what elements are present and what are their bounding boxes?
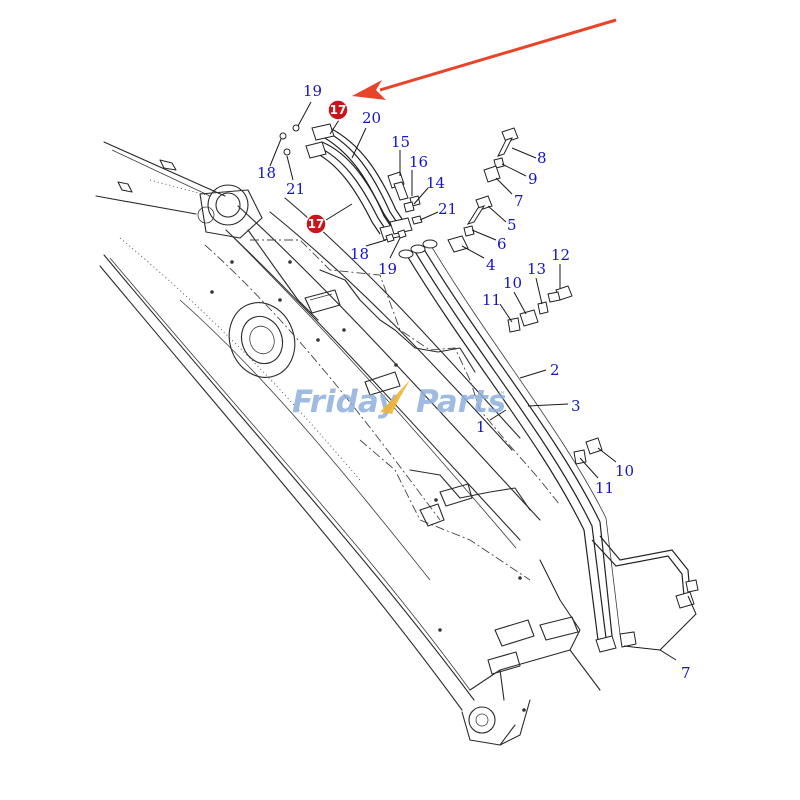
label-16[interactable]: 16 — [409, 153, 428, 171]
label-8[interactable]: 8 — [537, 149, 547, 167]
label-18-top[interactable]: 18 — [257, 164, 276, 182]
badge-17-bottom-text: 17 — [308, 217, 325, 231]
label-19-bottom[interactable]: 19 — [378, 260, 397, 278]
label-21-right[interactable]: 21 — [438, 200, 457, 218]
label-4[interactable]: 4 — [486, 256, 496, 274]
arrow-head-icon — [352, 80, 386, 100]
label-2[interactable]: 2 — [550, 361, 560, 379]
label-10-top[interactable]: 10 — [503, 274, 522, 292]
label-9[interactable]: 9 — [528, 170, 538, 188]
label-14[interactable]: 14 — [426, 174, 445, 192]
badge-17-top[interactable]: 17 — [327, 99, 349, 121]
flexible-hose-pair — [279, 123, 413, 241]
label-18-bottom[interactable]: 18 — [350, 245, 369, 263]
label-11-top[interactable]: 11 — [482, 291, 501, 309]
watermark-trademark: ™ — [497, 391, 506, 401]
label-13[interactable]: 13 — [527, 260, 546, 278]
label-10-bottom[interactable]: 10 — [615, 462, 634, 480]
label-20[interactable]: 20 — [362, 109, 381, 127]
label-5[interactable]: 5 — [507, 216, 517, 234]
part-labels: 19 20 15 16 14 21 18 21 18 19 8 9 7 5 6 … — [257, 82, 691, 682]
fasteners-and-fittings — [385, 127, 603, 465]
label-7-bottom[interactable]: 7 — [681, 664, 691, 682]
watermark-word-parts: Parts — [416, 384, 506, 420]
watermark-word-friday: Friday — [292, 384, 400, 420]
label-19-top[interactable]: 19 — [303, 82, 322, 100]
label-7-top[interactable]: 7 — [514, 192, 524, 210]
highlight-arrow — [352, 18, 617, 100]
label-11-bottom[interactable]: 11 — [595, 479, 614, 497]
label-15[interactable]: 15 — [391, 133, 410, 151]
steel-pipe-assembly — [398, 239, 699, 653]
label-12[interactable]: 12 — [551, 246, 570, 264]
label-21-left[interactable]: 21 — [286, 180, 305, 198]
boom-outline — [95, 141, 601, 746]
label-3[interactable]: 3 — [571, 397, 581, 415]
fridayparts-watermark: Friday Parts ™ — [292, 380, 506, 420]
callout-leaders — [269, 101, 697, 661]
badge-17-bottom[interactable]: 17 — [305, 213, 327, 235]
label-1[interactable]: 1 — [476, 418, 486, 436]
badge-17-top-text: 17 — [330, 103, 347, 117]
label-6[interactable]: 6 — [497, 235, 507, 253]
watermark-swoosh-icon — [380, 380, 410, 414]
